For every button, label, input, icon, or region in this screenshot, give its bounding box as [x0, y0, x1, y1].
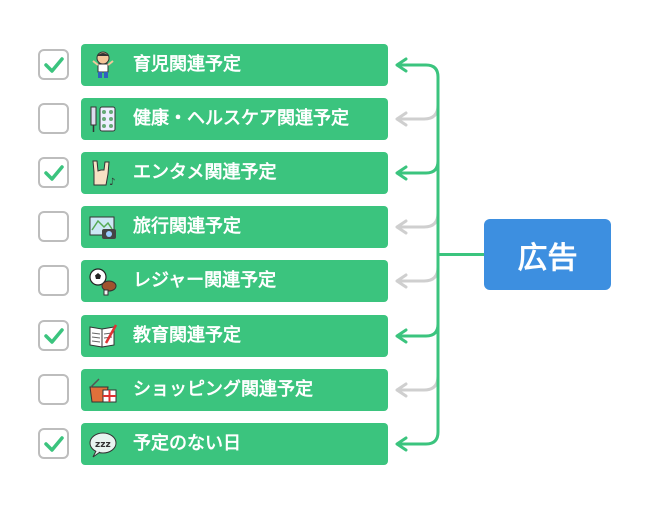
leisure-icon — [88, 266, 118, 296]
inactive-arrow — [395, 103, 440, 127]
category-label-box: ♪ エンタメ関連予定 — [81, 152, 388, 194]
medicine-icon — [88, 104, 118, 134]
checkbox[interactable] — [38, 265, 69, 296]
category-label-box: 健康・ヘルスケア関連予定 — [81, 98, 388, 140]
category-label: 育児関連予定 — [133, 54, 241, 75]
list-item-entertainment: ♪ エンタメ関連予定 — [38, 152, 388, 194]
rock-hand-icon: ♪ — [88, 158, 118, 188]
checkbox[interactable] — [38, 157, 69, 188]
svg-text:zzz: zzz — [95, 440, 111, 450]
checkbox[interactable] — [38, 428, 69, 459]
list-item-leisure: レジャー関連予定 — [38, 260, 388, 302]
category-label-box: レジャー関連予定 — [81, 260, 388, 302]
list-item-education: 教育関連予定 — [38, 315, 388, 357]
ad-label: 広告 — [517, 240, 578, 276]
checkmark-icon — [44, 165, 64, 181]
checkbox[interactable] — [38, 49, 69, 80]
list-item-health: 健康・ヘルスケア関連予定 — [38, 98, 388, 140]
checkmark-icon — [44, 57, 64, 73]
notebook-icon — [88, 321, 118, 351]
svg-text:♪: ♪ — [109, 177, 115, 188]
list-item-shopping: ショッピング関連予定 — [38, 369, 388, 411]
checkbox[interactable] — [38, 320, 69, 351]
category-label: 旅行関連予定 — [133, 216, 241, 237]
active-arrow — [395, 430, 440, 452]
category-label: ショッピング関連予定 — [133, 379, 313, 400]
category-label-box: 教育関連予定 — [81, 315, 388, 357]
active-arrow — [395, 57, 440, 79]
checkbox[interactable] — [38, 103, 69, 134]
sleep-icon: zzz — [88, 429, 118, 459]
list-item-childcare: 育児関連予定 — [38, 44, 388, 86]
category-label-box: 育児関連予定 — [81, 44, 388, 86]
child-icon — [88, 50, 118, 80]
category-label-box: 旅行関連予定 — [81, 206, 388, 248]
checkbox[interactable] — [38, 211, 69, 242]
list-item-no-plans: zzz 予定のない日 — [38, 423, 388, 465]
active-arrow — [395, 322, 440, 344]
travel-map-icon — [88, 212, 118, 242]
category-label: 教育関連予定 — [133, 325, 241, 346]
category-label: エンタメ関連予定 — [133, 162, 277, 183]
category-label-box: zzz 予定のない日 — [81, 423, 388, 465]
inactive-arrow — [395, 211, 440, 235]
category-label: レジャー関連予定 — [133, 270, 277, 291]
inactive-arrow — [395, 374, 440, 398]
category-label: 予定のない日 — [133, 433, 241, 454]
ad-node: 広告 — [484, 219, 611, 290]
active-arrow — [395, 159, 440, 181]
list-item-travel: 旅行関連予定 — [38, 206, 388, 248]
shopping-icon — [88, 375, 118, 405]
checkmark-icon — [44, 436, 64, 452]
checkbox[interactable] — [38, 374, 69, 405]
category-label-box: ショッピング関連予定 — [81, 369, 388, 411]
inactive-arrow — [395, 265, 440, 289]
checkmark-icon — [44, 328, 64, 344]
category-label: 健康・ヘルスケア関連予定 — [133, 108, 349, 129]
